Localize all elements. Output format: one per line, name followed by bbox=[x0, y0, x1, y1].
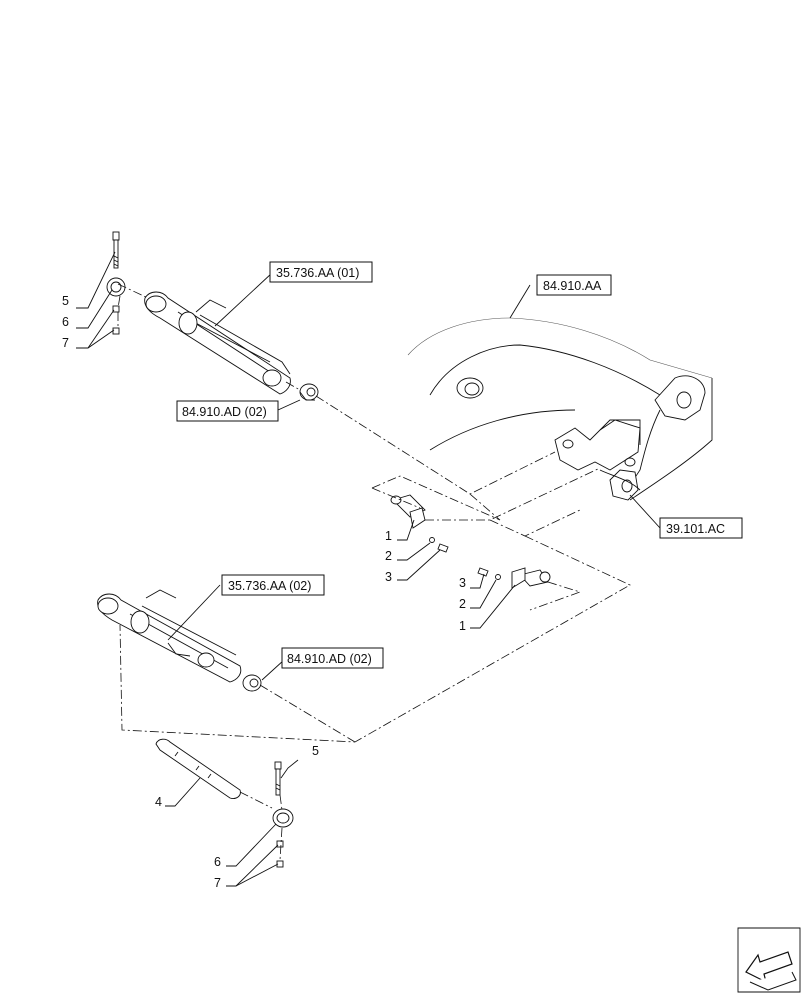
svg-text:84.910.AA: 84.910.AA bbox=[543, 279, 602, 293]
reference-box-35736aa-02[interactable]: 35.736.AA (02) bbox=[221, 574, 325, 596]
bushing-upper bbox=[299, 383, 319, 401]
callout-7-top: 7 bbox=[62, 336, 69, 350]
reference-box-84910ad-02-bottom[interactable]: 84.910.AD (02) bbox=[281, 647, 384, 669]
callout-6-top: 6 bbox=[62, 315, 69, 329]
callout-1-mid-lower: 1 bbox=[459, 619, 466, 633]
reference-box-84910ad-02-top[interactable]: 84.910.AD (02) bbox=[176, 400, 279, 422]
callout-1-mid-upper: 1 bbox=[385, 529, 392, 543]
pin-assembly-upper bbox=[390, 494, 449, 553]
svg-text:35.736.AA (01): 35.736.AA (01) bbox=[276, 266, 359, 280]
callout-3-mid-lower: 3 bbox=[459, 576, 466, 590]
hydraulic-cylinder-lower bbox=[97, 589, 242, 683]
callout-3-mid-upper: 3 bbox=[385, 570, 392, 584]
callout-2-mid-lower: 2 bbox=[459, 597, 466, 611]
callout-5-top: 5 bbox=[62, 294, 69, 308]
pin-assembly-lower bbox=[477, 567, 551, 589]
callout-5-bottom: 5 bbox=[312, 744, 319, 758]
boom-structure bbox=[407, 317, 713, 501]
leader-lines bbox=[76, 251, 661, 887]
bushing-lower bbox=[242, 674, 262, 692]
reference-box-39101ac[interactable]: 39.101.AC bbox=[659, 517, 743, 539]
svg-text:39.101.AC: 39.101.AC bbox=[666, 522, 725, 536]
hardware-bottom bbox=[272, 761, 294, 868]
direction-arrow-icon bbox=[737, 927, 801, 993]
pin-4 bbox=[155, 738, 241, 799]
hardware-top-left bbox=[106, 231, 126, 335]
callout-2-mid-upper: 2 bbox=[385, 549, 392, 563]
reference-box-35736aa-01[interactable]: 35.736.AA (01) bbox=[269, 261, 373, 283]
reference-box-84910aa[interactable]: 84.910.AA bbox=[536, 274, 612, 296]
svg-text:84.910.AD (02): 84.910.AD (02) bbox=[287, 652, 372, 666]
svg-text:84.910.AD (02): 84.910.AD (02) bbox=[182, 405, 267, 419]
callout-4: 4 bbox=[155, 795, 162, 809]
callout-6-bottom: 6 bbox=[214, 855, 221, 869]
callout-labels: 5 6 7 1 2 3 3 2 1 4 5 6 7 bbox=[62, 294, 466, 890]
hydraulic-cylinder-upper bbox=[144, 291, 291, 395]
routing-lines bbox=[117, 283, 631, 861]
callout-7-bottom: 7 bbox=[214, 876, 221, 890]
svg-text:35.736.AA (02): 35.736.AA (02) bbox=[228, 579, 311, 593]
